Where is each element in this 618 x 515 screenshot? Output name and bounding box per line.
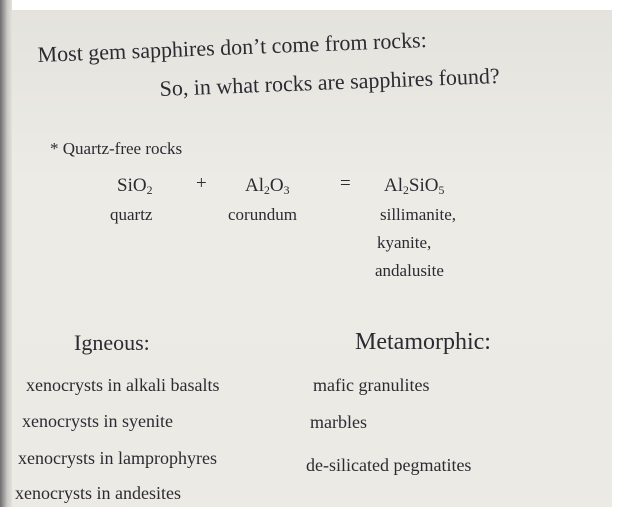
metamorphic-item: marbles <box>310 412 367 432</box>
frame-left-shadow <box>0 0 12 515</box>
frame-top-border <box>0 0 618 10</box>
plus-sign: + <box>196 173 207 194</box>
label-sillimanite: sillimanite, <box>380 205 457 224</box>
frame-right-border <box>612 0 618 515</box>
igneous-heading: Igneous: <box>74 330 150 355</box>
label-quartz: quartz <box>110 205 153 224</box>
label-kyanite: kyanite, <box>377 233 432 252</box>
formula-al2o3: Al2O3 <box>245 175 290 197</box>
metamorphic-item: de-silicated pegmatites <box>306 455 472 475</box>
metamorphic-item: mafic granulites <box>313 375 430 395</box>
igneous-item: xenocrysts in syenite <box>22 411 173 431</box>
heading-line-2: So, in what rocks are sapphires found? <box>159 62 501 101</box>
formula-al2sio5: Al2SiO5 <box>384 175 445 197</box>
igneous-item: xenocrysts in lamprophyres <box>18 448 217 468</box>
equals-sign: = <box>340 173 351 194</box>
formula-sio2: SiO2 <box>117 175 153 197</box>
igneous-item: xenocrysts in alkali basalts <box>26 375 220 395</box>
metamorphic-heading: Metamorphic: <box>355 329 491 355</box>
quartz-free-note: * Quartz-free rocks <box>50 139 183 158</box>
heading-line-1: Most gem sapphires don’t come from rocks… <box>37 27 428 67</box>
frame-bottom-border <box>0 507 618 515</box>
label-andalusite: andalusite <box>375 261 444 280</box>
label-corundum: corundum <box>228 205 297 224</box>
igneous-item: xenocrysts in andesites <box>15 483 181 503</box>
